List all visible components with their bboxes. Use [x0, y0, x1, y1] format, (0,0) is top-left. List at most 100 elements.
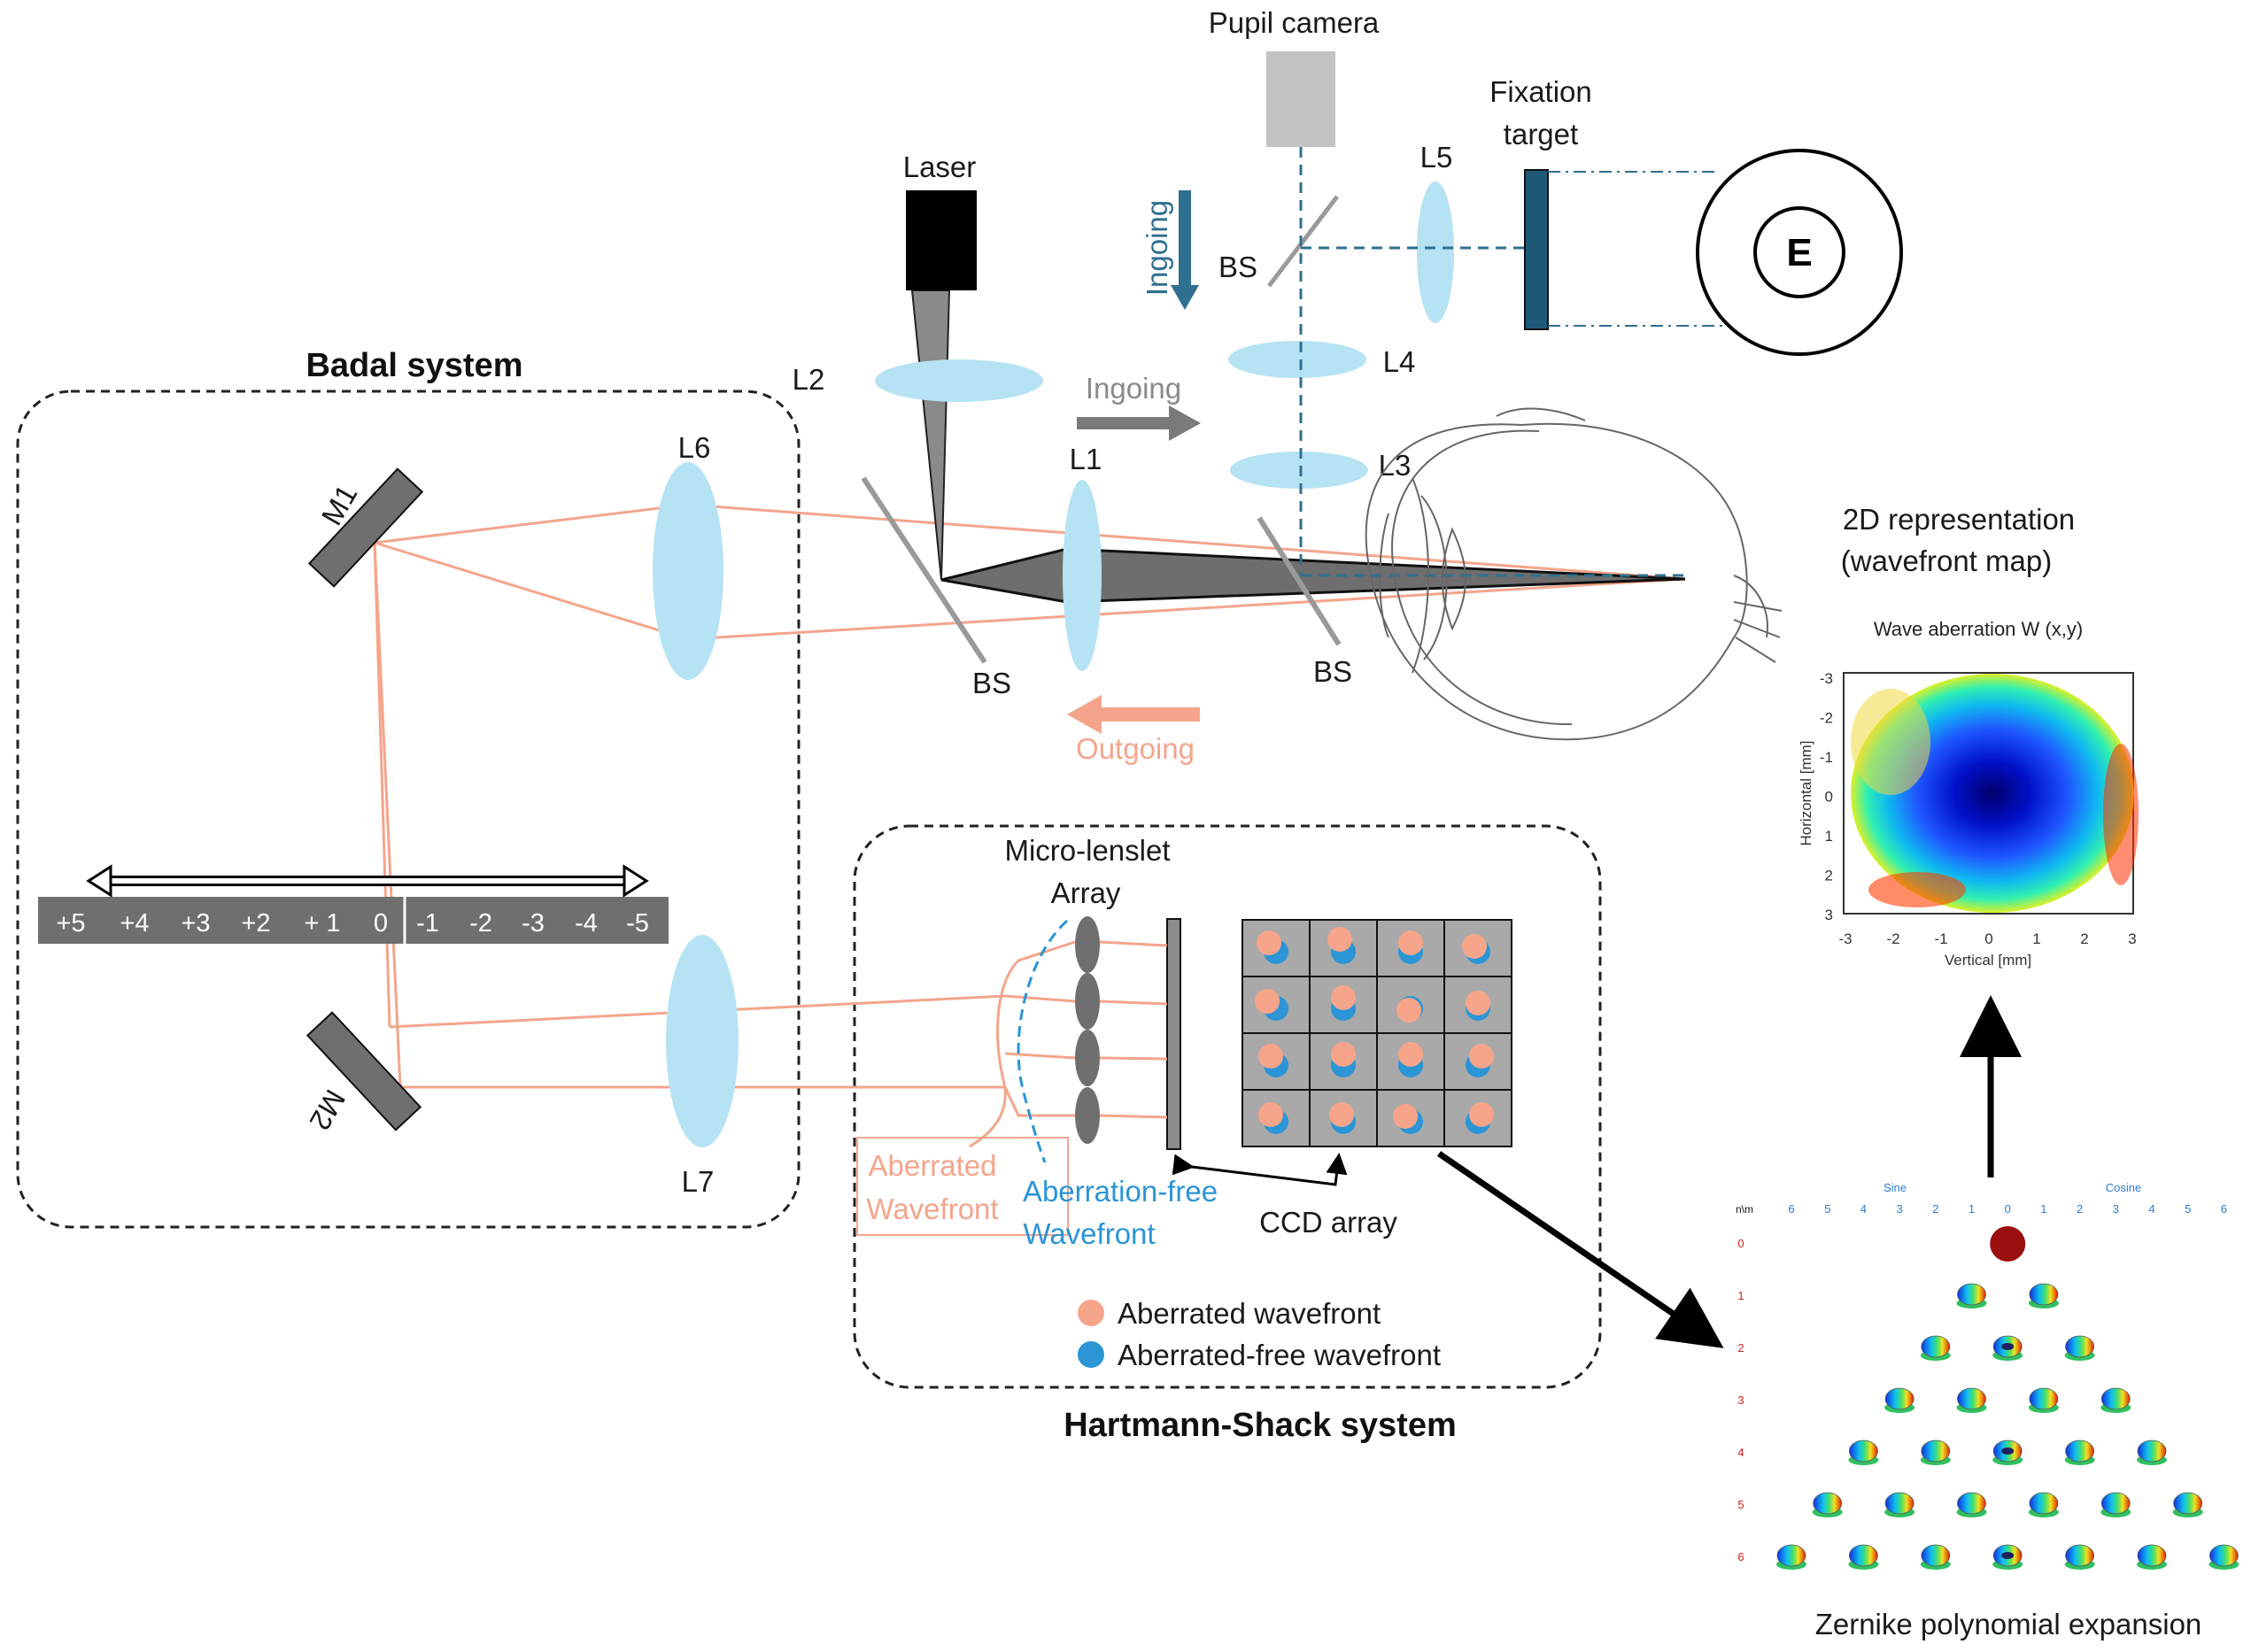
fixation-view-lines: [1548, 171, 1727, 327]
wavefront-ytick: -1: [1820, 749, 1833, 766]
zernike-m-index: 4: [2148, 1202, 2154, 1216]
badal-scale-tick: + 1: [304, 909, 340, 938]
ingoing-vertical-head: [1171, 285, 1199, 310]
zernike-mode-glyph: [2137, 1544, 2167, 1570]
lens-l6-label: L6: [678, 431, 711, 464]
rep-title-1: 2D representation: [1843, 503, 2075, 536]
laser-beam-cone: [910, 289, 951, 581]
ingoing-vertical-shaft: [1179, 190, 1191, 288]
zernike-mode-glyph: [1884, 1387, 1915, 1413]
zernike-m-index: 6: [2221, 1202, 2227, 1216]
badal-scale-tick: -4: [575, 909, 598, 938]
ingoing-vertical-label: Ingoing: [1141, 200, 1173, 296]
zernike-mode-glyph: [2064, 1335, 2095, 1361]
badal-scale-tick: +5: [56, 909, 85, 938]
zernike-m-index: 2: [2077, 1202, 2083, 1216]
zernike-mode-glyph: [1956, 1387, 1987, 1413]
zernike-n-index: 6: [1737, 1550, 1744, 1563]
badal-scale-tick: -2: [469, 909, 492, 938]
zernike-m-index: 4: [1860, 1202, 1867, 1216]
eye-illustration: [1365, 407, 1783, 741]
micro-lenslet-label-2: Array: [1051, 876, 1121, 909]
wavefront-ytick: -3: [1820, 670, 1833, 687]
ccd-spot-aberrated: [1255, 989, 1280, 1014]
lens-l3-label: L3: [1379, 449, 1412, 482]
outgoing-arrow-shaft: [1098, 707, 1200, 722]
aberrated-wavefront-label-2: Wavefront: [866, 1193, 998, 1225]
laser-label: Laser: [903, 151, 977, 183]
legend-aberrated-dot: [1078, 1300, 1104, 1326]
ccd-sensor-plate: [1166, 918, 1181, 1150]
wavefront-map-warm-left: [1851, 689, 1930, 795]
ccd-spot-aberrated: [1469, 1102, 1494, 1127]
aberration-free-label-1: Aberration-free: [1023, 1175, 1218, 1208]
badal-system-title: Badal system: [306, 347, 522, 384]
zernike-mode-glyph: [1992, 1544, 2023, 1570]
ccd-spot-aberrated: [1466, 991, 1490, 1015]
ccd-spot-aberrated: [1393, 1104, 1418, 1129]
wavefront-xtick: -3: [1838, 930, 1852, 947]
wavefront-ytick: 3: [1825, 907, 1833, 923]
ccd-array-label: CCD array: [1259, 1206, 1397, 1239]
zernike-mode-glyph: [1956, 1492, 1987, 1517]
zernike-header-sine: Sine: [1884, 1181, 1907, 1194]
fixation-label-2: target: [1504, 118, 1578, 151]
wavefront-xtick: 3: [2128, 930, 2136, 947]
fixation-path: [1299, 147, 1685, 577]
lens-l3: [1230, 452, 1368, 489]
aberration-free-wavefront-line: [1017, 919, 1068, 1163]
zernike-mode-glyph: [1848, 1544, 1879, 1570]
badal-range-arrowheads: [86, 864, 649, 898]
zernike-mode-glyph: [1920, 1544, 1951, 1570]
zernike-corner-label: n\m: [1736, 1203, 1753, 1216]
bs-right-label: BS: [1313, 655, 1352, 688]
zernike-m-index: 6: [1788, 1202, 1794, 1216]
zernike-mode-glyph: [2028, 1492, 2059, 1517]
lens-l6: [653, 462, 723, 680]
zernike-caption: Zernike polynomial expansion: [1815, 1608, 2202, 1640]
zernike-n-index: 2: [1737, 1341, 1744, 1355]
zernike-mode-glyph: [2028, 1283, 2059, 1308]
legend-free-dot: [1078, 1341, 1104, 1368]
lens-l1-label: L1: [1070, 443, 1102, 475]
pupil-camera: [1266, 51, 1335, 147]
bs-top-label: BS: [1218, 251, 1257, 283]
zernike-mode-glyph: [2137, 1440, 2167, 1465]
ingoing-label: Ingoing: [1086, 372, 1181, 405]
wavefront-xtick: 0: [1984, 930, 1992, 947]
wavefront-ytick: -2: [1820, 710, 1833, 727]
beam-splitter-right: [1257, 516, 1342, 646]
hartmann-shack-box: [853, 824, 1602, 1389]
zernike-mode-glyph: [2100, 1492, 2131, 1517]
zernike-mode-glyph: [2208, 1544, 2239, 1570]
wavefront-xtick: -2: [1886, 930, 1899, 947]
ccd-spot-aberrated: [1396, 998, 1421, 1023]
zernike-mode-glyph: [1812, 1492, 1843, 1517]
lenslet-array: [1075, 916, 1100, 1144]
rep-title-2: (wavefront map): [1841, 544, 2052, 577]
zernike-mode-glyph: [1920, 1335, 1951, 1361]
badal-scale-bar: [38, 897, 669, 944]
hartmann-shack-title: Hartmann-Shack system: [1064, 1407, 1457, 1444]
lens-l2: [875, 359, 1043, 402]
fixation-target: [1524, 169, 1549, 330]
lens-l4: [1228, 341, 1366, 378]
zernike-mode-glyph: [2064, 1440, 2095, 1465]
eye-chart-letter: E: [1786, 231, 1812, 274]
ccd-spot-aberrated: [1329, 1102, 1354, 1127]
zernike-n-index: 3: [1737, 1393, 1744, 1407]
zernike-mode-glyph: [2028, 1387, 2059, 1413]
ingoing-arrow-shaft: [1077, 417, 1174, 429]
zernike-mode-glyph: [2064, 1544, 2095, 1570]
pupil-camera-label: Pupil camera: [1209, 6, 1380, 39]
lens-l7: [666, 935, 739, 1147]
aberrated-wavefront-label-1: Aberrated: [869, 1149, 997, 1182]
lenslet-rays: [969, 940, 1168, 1148]
ccd-spot-aberrated: [1331, 1042, 1356, 1067]
zernike-m-index: 0: [2005, 1202, 2011, 1216]
lens-l7-label: L7: [682, 1165, 715, 1198]
outgoing-arrow-head: [1067, 695, 1102, 734]
